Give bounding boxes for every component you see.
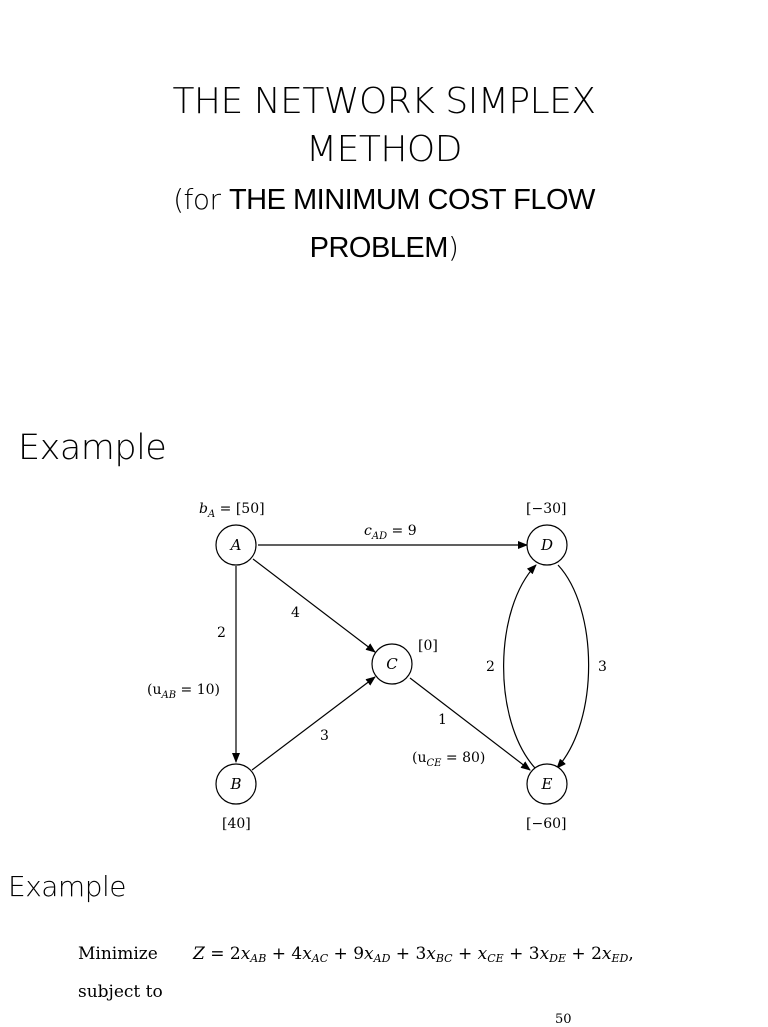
- node-label-D: D: [540, 536, 553, 554]
- subtitle-bold-2: PROBLEM: [309, 232, 449, 264]
- node-D: [526, 524, 568, 566]
- node-label-C: C: [386, 655, 398, 673]
- lp-subject-to-label: subject to: [78, 982, 163, 1002]
- node-label-E: E: [541, 775, 553, 793]
- subtitle-close: ): [447, 231, 459, 264]
- arc-B-C: [251, 676, 376, 771]
- subtitle-open: (for: [173, 183, 229, 216]
- cost-label-DE: 3: [598, 659, 607, 675]
- cost-label-AD: cAD = 9: [364, 523, 417, 542]
- subtitle-bold-1: THE MINIMUM COST FLOW: [228, 184, 595, 216]
- title-line-1: THE NETWORK SIMPLEX: [172, 81, 596, 122]
- arc-A-C: [252, 558, 376, 653]
- cost-label-AC: 4: [291, 605, 300, 621]
- supply-label-C: [0]: [418, 638, 438, 654]
- node-A: [215, 524, 257, 566]
- subtitle-line-1: (for THE MINIMUM COST FLOW: [84, 176, 684, 224]
- supply-label-B: [40]: [222, 816, 251, 832]
- slide-subtitle: (for THE MINIMUM COST FLOW PROBLEM): [84, 176, 684, 272]
- node-C: [371, 643, 413, 685]
- supply-label-A: bA = [50]: [199, 501, 265, 520]
- slide-title: THE NETWORK SIMPLEX METHOD: [84, 78, 684, 174]
- lp-objective-function: Z = 2xAB + 4xAC + 9xAD + 3xBC + xCE + 3x…: [193, 944, 634, 965]
- title-line-2: METHOD: [306, 129, 462, 170]
- network-diagram: A D C B E bA = [50] [−30] [0] [40] [−60]…: [147, 501, 607, 832]
- supply-label-D: [−30]: [526, 501, 566, 517]
- node-E: [526, 763, 568, 805]
- capacity-label-CE: (uCE = 80): [412, 750, 485, 769]
- cost-label-BC: 3: [320, 728, 329, 744]
- subtitle-line-2: PROBLEM): [84, 224, 684, 272]
- capacity-label-AB: (uAB = 10): [147, 682, 220, 701]
- cost-label-CE: 1: [438, 712, 447, 728]
- arc-D-E: [556, 564, 590, 769]
- supply-label-E: [−60]: [526, 816, 566, 832]
- example-heading-2: Example: [8, 870, 126, 903]
- example-heading-1: Example: [18, 428, 167, 468]
- node-label-B: B: [229, 775, 241, 793]
- arc-E-D: [503, 564, 537, 769]
- cost-label-ED: 2: [486, 659, 495, 675]
- arc-C-E: [409, 677, 531, 771]
- node-B: [215, 763, 257, 805]
- lp-cutoff-text: 50: [555, 1012, 572, 1027]
- cost-label-AB: 2: [217, 625, 226, 641]
- node-label-A: A: [229, 536, 242, 554]
- lp-minimize-label: Minimize: [78, 944, 158, 964]
